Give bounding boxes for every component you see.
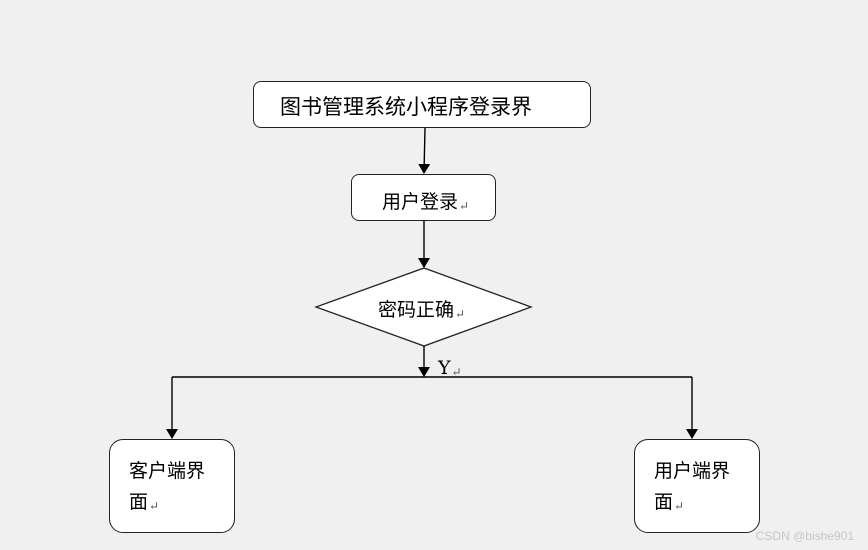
- paragraph-mark-icon: ↵: [149, 499, 160, 513]
- edge-label-yes-text: Y: [438, 357, 451, 379]
- node-client-line2: 面: [129, 491, 149, 513]
- node-user-login: 用户登录↵: [351, 174, 496, 221]
- paragraph-mark-icon: ↵: [459, 199, 470, 213]
- node-user-line1: 用户端界: [654, 460, 731, 482]
- node-user-interface: 用户端界 面↵: [634, 439, 760, 533]
- node-client-interface: 客户端界 面↵: [109, 439, 235, 533]
- node-password-check-text: 密码正确: [378, 299, 455, 321]
- node-title-label: 图书管理系统小程序登录界: [280, 95, 532, 119]
- paragraph-mark-icon: ↵: [451, 365, 462, 379]
- node-user-line2-wrap: 面↵: [654, 487, 684, 514]
- node-user-login-text: 用户登录: [382, 191, 459, 213]
- arrow-title-to-login: [418, 127, 431, 174]
- edge-label-yes: Y↵: [438, 357, 462, 379]
- node-user-login-label: 用户登录↵: [382, 187, 469, 214]
- paragraph-mark-icon: ↵: [674, 499, 685, 513]
- watermark: CSDN @bishe901: [755, 529, 854, 543]
- paragraph-mark-icon: ↵: [455, 307, 466, 321]
- node-title: 图书管理系统小程序登录界: [253, 81, 591, 128]
- node-password-check-label: 密码正确↵: [378, 295, 465, 322]
- node-user-line2: 面: [654, 491, 674, 513]
- node-client-line2-wrap: 面↵: [129, 487, 159, 514]
- node-client-line1: 客户端界: [129, 460, 206, 482]
